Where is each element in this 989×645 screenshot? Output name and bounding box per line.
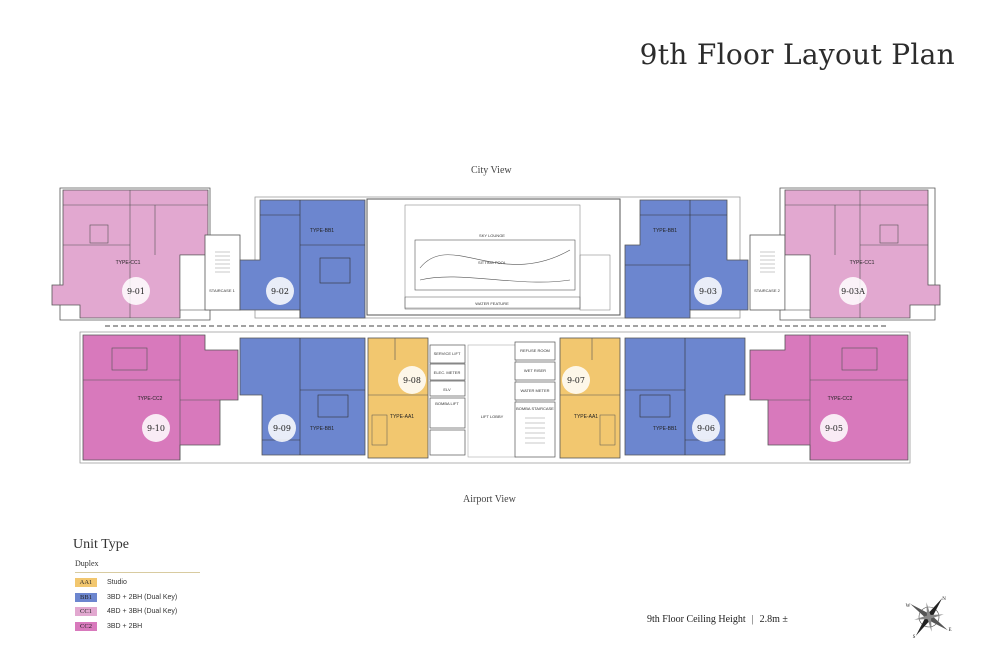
unit-no-9-09: 9-09 — [273, 424, 291, 433]
unit-type-9-02: TYPE-BB1 — [310, 228, 334, 234]
unit-no-9-02: 9-02 — [271, 287, 289, 296]
unit-type-9-01: TYPE-CC1 — [116, 260, 141, 266]
unit-9-09 — [239, 337, 366, 456]
unit-9-01 — [51, 189, 209, 319]
unit-no-9-07: 9-07 — [567, 376, 585, 385]
legend-chip-aa1: AA1 — [75, 577, 97, 587]
legend-divider — [75, 572, 200, 573]
unit-9-02-fill — [239, 199, 366, 319]
ceiling-label: 9th Floor Ceiling Height — [647, 614, 746, 625]
staircase-1 — [204, 234, 241, 311]
label-sitting-pool: SITTING POOL — [478, 260, 507, 265]
unit-no-9-08: 9-08 — [403, 376, 421, 385]
unit-type-9-05: TYPE-CC2 — [828, 396, 853, 402]
label-elec-meter: ELEC. METER — [434, 370, 461, 375]
legend-item-cc1: CC1 4BD + 3BH (Dual Key) — [75, 606, 177, 616]
label-service-lift: SERVICE LIFT — [434, 351, 461, 356]
ceiling-value: 2.8m ± — [759, 614, 788, 625]
unit-9-03a — [784, 189, 941, 319]
unit-type-9-07: TYPE-AA1 — [574, 414, 598, 420]
unit-type-9-06: TYPE-BB1 — [653, 426, 677, 432]
unit-9-09-fill — [239, 337, 366, 456]
legend-label-aa1: Studio — [107, 578, 127, 586]
legend-item-bb1: BB1 3BD + 2BH (Dual Key) — [75, 592, 177, 602]
unit-9-02 — [239, 199, 366, 319]
label-bomba-lift: BOMBA LIFT — [435, 401, 459, 406]
label-water-feature: WATER FEATURE — [475, 301, 509, 306]
compass-icon: N S E W — [906, 597, 952, 640]
sky-lounge — [366, 198, 621, 316]
label-sky-lounge: SKY LOUNGE — [479, 233, 505, 238]
legend-chip-cc1: CC1 — [75, 606, 97, 616]
label-refuse-room: REFUSE ROOM — [520, 348, 550, 353]
unit-type-9-03: TYPE-BB1 — [653, 228, 677, 234]
label-bomba-staircase: BOMBA STAIRCASE — [516, 406, 554, 411]
legend-chip-bb1: BB1 — [75, 592, 97, 602]
staircase-1-steps — [215, 251, 230, 273]
unit-no-9-03a: 9-03A — [841, 287, 865, 296]
unit-9-05 — [749, 334, 909, 461]
airport-view-label: Airport View — [463, 494, 516, 505]
city-view-label: City View — [471, 165, 512, 176]
unit-9-06 — [624, 337, 746, 456]
legend-label-bb1: 3BD + 2BH (Dual Key) — [107, 593, 178, 601]
unit-9-08-fill — [367, 337, 429, 459]
legend-chip-cc2: CC2 — [75, 621, 97, 631]
unit-no-9-01: 9-01 — [127, 287, 145, 296]
staircase-2-steps — [760, 251, 775, 273]
unit-type-9-08: TYPE-AA1 — [390, 414, 414, 420]
legend-item-aa1: AA1 Studio — [75, 577, 127, 587]
label-water-meter: WATER METER — [520, 388, 549, 393]
compass-n: N — [942, 597, 946, 602]
label-staircase-2: STAIRCASE 2 — [754, 288, 780, 293]
unit-9-03 — [624, 199, 749, 319]
unit-9-03-fill — [624, 199, 749, 319]
label-lift-lobby: LIFT LOBBY — [481, 414, 504, 419]
unit-type-9-09: TYPE-BB1 — [310, 426, 334, 432]
lift-core — [429, 341, 556, 458]
unit-no-9-03: 9-03 — [699, 287, 717, 296]
legend-title: Unit Type — [73, 537, 129, 552]
unit-no-9-05: 9-05 — [825, 424, 843, 433]
label-elv: ELV — [443, 387, 451, 392]
ceiling-height: 9th Floor Ceiling Height | 2.8m ± — [647, 614, 788, 625]
compass-w: W — [906, 604, 911, 609]
label-staircase-1: STAIRCASE 1 — [209, 288, 235, 293]
label-wet-riser: WET RISER — [524, 368, 546, 373]
compass-e: E — [948, 628, 951, 633]
unit-number-circles — [122, 277, 867, 442]
legend-label-cc1: 4BD + 3BH (Dual Key) — [107, 607, 178, 615]
unit-9-08 — [367, 337, 429, 459]
staircase-2 — [749, 234, 786, 311]
compass-s: S — [913, 635, 916, 640]
unit-no-9-10: 9-10 — [147, 424, 165, 433]
legend-item-cc2: CC2 3BD + 2BH — [75, 621, 142, 631]
legend-group: Duplex — [75, 559, 99, 568]
unit-no-9-06: 9-06 — [697, 424, 715, 433]
page-title: 9th Floor Layout Plan — [639, 38, 955, 71]
unit-9-07-fill — [559, 337, 621, 459]
unit-9-10 — [82, 334, 239, 461]
unit-type-9-03a: TYPE-CC1 — [850, 260, 875, 266]
unit-9-07 — [559, 337, 621, 459]
legend-label-cc2: 3BD + 2BH — [107, 622, 143, 630]
ceiling-separator: | — [751, 614, 754, 625]
unit-type-9-10: TYPE-CC2 — [138, 396, 163, 402]
